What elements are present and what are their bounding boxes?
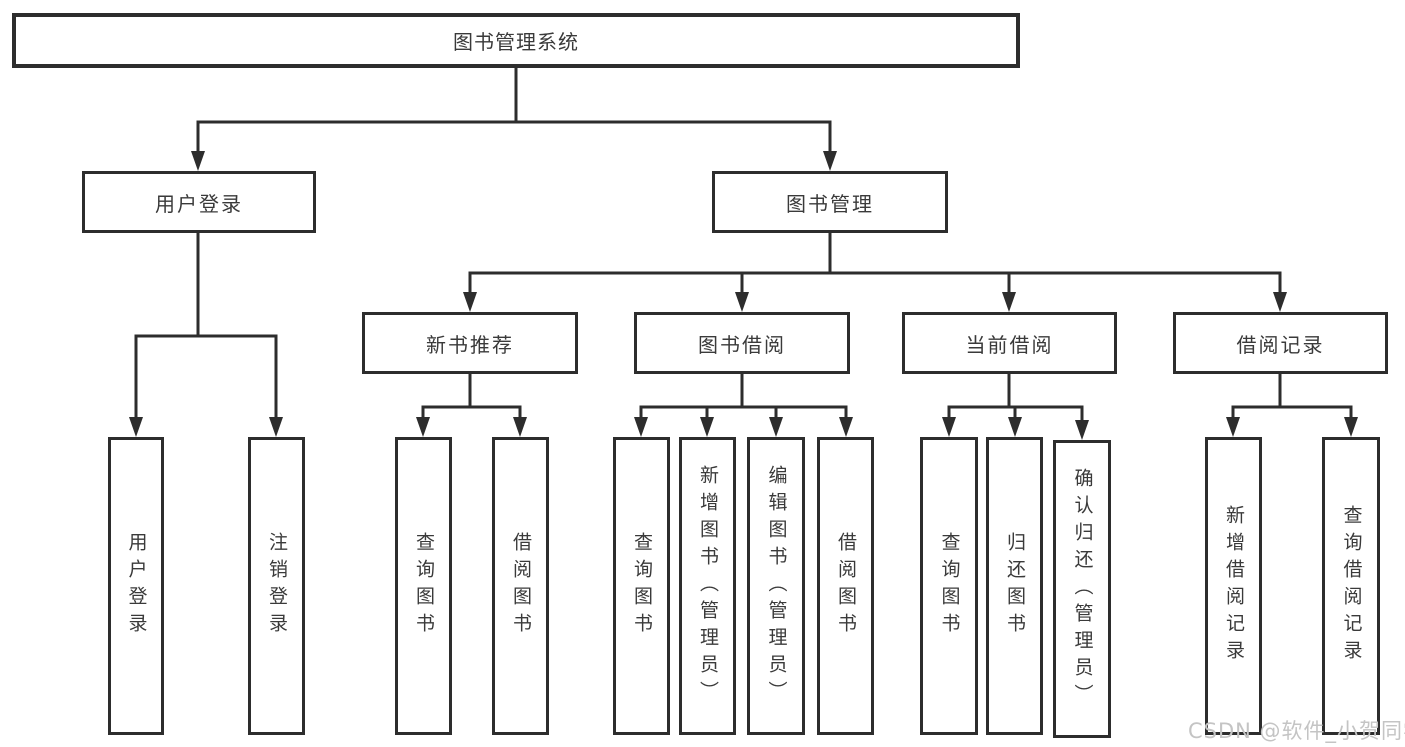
leaf-label: 查询图书 [413, 532, 435, 640]
leaf-query-borrow-record: 查询借阅记录 [1322, 437, 1380, 735]
node-label: 图书管理系统 [453, 30, 579, 54]
leaf-label: 确认归还（管理员） [1071, 467, 1094, 711]
node-label: 新书推荐 [426, 332, 514, 357]
leaf-label: 查询图书 [938, 532, 961, 640]
node-label: 用户登录 [155, 191, 243, 216]
node-label: 图书借阅 [698, 332, 786, 357]
node-library-management-system: 图书管理系统 [12, 13, 1020, 68]
leaf-edit-books-admin: 编辑图书（管理员） [747, 437, 805, 735]
leaf-borrow-books: 借阅图书 [817, 437, 874, 735]
node-book-management: 图书管理 [712, 171, 948, 233]
leaf-query-books-borrow: 查询图书 [613, 437, 670, 735]
leaf-label: 查询借阅记录 [1340, 505, 1363, 667]
node-book-borrowing: 图书借阅 [634, 312, 850, 374]
leaf-label: 新增图书（管理员） [697, 464, 719, 708]
leaf-label: 注销登录 [266, 532, 288, 640]
leaf-add-books-admin: 新增图书（管理员） [679, 437, 736, 735]
node-label: 当前借阅 [965, 332, 1054, 357]
leaf-label: 查询图书 [631, 532, 653, 640]
leaf-borrow-books-recommend: 借阅图书 [492, 437, 549, 735]
node-label: 借阅记录 [1236, 332, 1325, 357]
node-new-book-recommendation: 新书推荐 [362, 312, 578, 374]
leaf-query-books-recommend: 查询图书 [395, 437, 452, 735]
leaf-confirm-return-admin: 确认归还（管理员） [1053, 440, 1111, 738]
node-user-login: 用户登录 [82, 171, 316, 233]
leaf-label: 新增借阅记录 [1223, 505, 1245, 667]
node-label: 图书管理 [786, 191, 874, 216]
leaf-logout: 注销登录 [248, 437, 305, 735]
leaf-label: 编辑图书（管理员） [765, 464, 788, 708]
leaf-add-borrow-record: 新增借阅记录 [1205, 437, 1262, 735]
csdn-watermark: CSDN @软件_小贺同学 [1188, 719, 1405, 743]
node-borrowing-records: 借阅记录 [1173, 312, 1388, 374]
leaf-return-books: 归还图书 [986, 437, 1043, 735]
leaf-label: 借阅图书 [510, 532, 532, 640]
leaf-label: 借阅图书 [835, 532, 857, 640]
leaf-query-books-current: 查询图书 [920, 437, 978, 735]
leaf-label: 用户登录 [125, 532, 148, 640]
leaf-user-login: 用户登录 [108, 437, 164, 735]
leaf-label: 归还图书 [1004, 532, 1026, 640]
node-current-borrowing: 当前借阅 [902, 312, 1117, 374]
